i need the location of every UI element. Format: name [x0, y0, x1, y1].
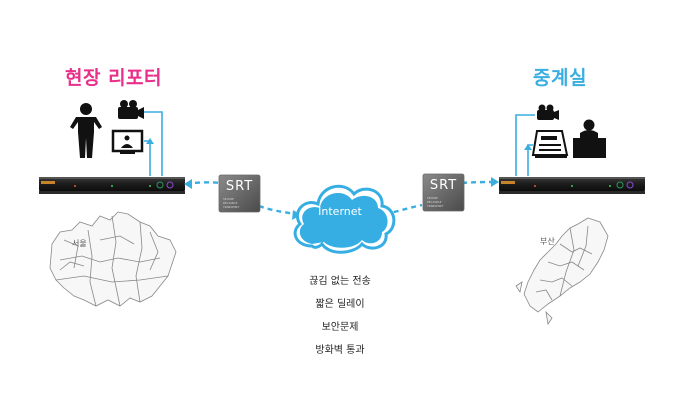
srt-badge-right-line-3: TRANSPORT — [427, 204, 444, 208]
feature-item: 방화벽 통과 — [315, 345, 365, 356]
srt-badge-left-line-1: SECURE — [223, 197, 234, 201]
right-site-title: 중계실 — [533, 67, 587, 89]
internet-label: Internet — [318, 205, 362, 218]
seoul-map — [49, 211, 177, 307]
studio-camera-icon — [537, 104, 559, 120]
operator-desk-icon — [573, 119, 606, 158]
right-studio-link — [515, 114, 535, 176]
srt-badge-right-line-2: RELIABLE — [427, 200, 442, 204]
srt-badge-left-bg — [218, 174, 261, 213]
srt-badge-right-line-1: SECURE — [427, 196, 438, 200]
srt-badge-left-line-2: RELIABLE — [223, 201, 238, 205]
srt-badge-left: SRT SECURE RELIABLE TRANSPORT — [219, 175, 260, 212]
feature-item: 끊김 없는 전송 — [309, 276, 371, 287]
reporter-person-icon — [70, 103, 102, 158]
left-arrowhead — [146, 138, 154, 144]
srt-badge-right: SRT SECURE RELIABLE TRANSPORT — [423, 174, 464, 211]
mixer-console-icon — [531, 130, 569, 158]
busan-map — [515, 217, 609, 326]
feature-item: 짧은 딜레이 — [315, 299, 365, 310]
left-encoder-device — [39, 177, 185, 194]
left-site-title: 현장 리포터 — [65, 67, 163, 89]
feature-item: 보안문제 — [321, 322, 359, 333]
video-camera-icon — [118, 100, 144, 119]
left-region-label: 서울 — [72, 239, 87, 248]
srt-badge-left-label: SRT — [225, 179, 254, 194]
monitor-icon — [111, 129, 144, 154]
right-region-label: 부산 — [540, 237, 555, 246]
right-decoder-device — [499, 177, 645, 194]
srt-badge-right-bg — [422, 173, 465, 212]
internet-cloud-icon — [293, 184, 396, 254]
srt-badge-right-label: SRT — [429, 178, 458, 193]
right-arrowhead — [524, 144, 532, 150]
srt-badge-left-line-3: TRANSPORT — [223, 205, 240, 209]
